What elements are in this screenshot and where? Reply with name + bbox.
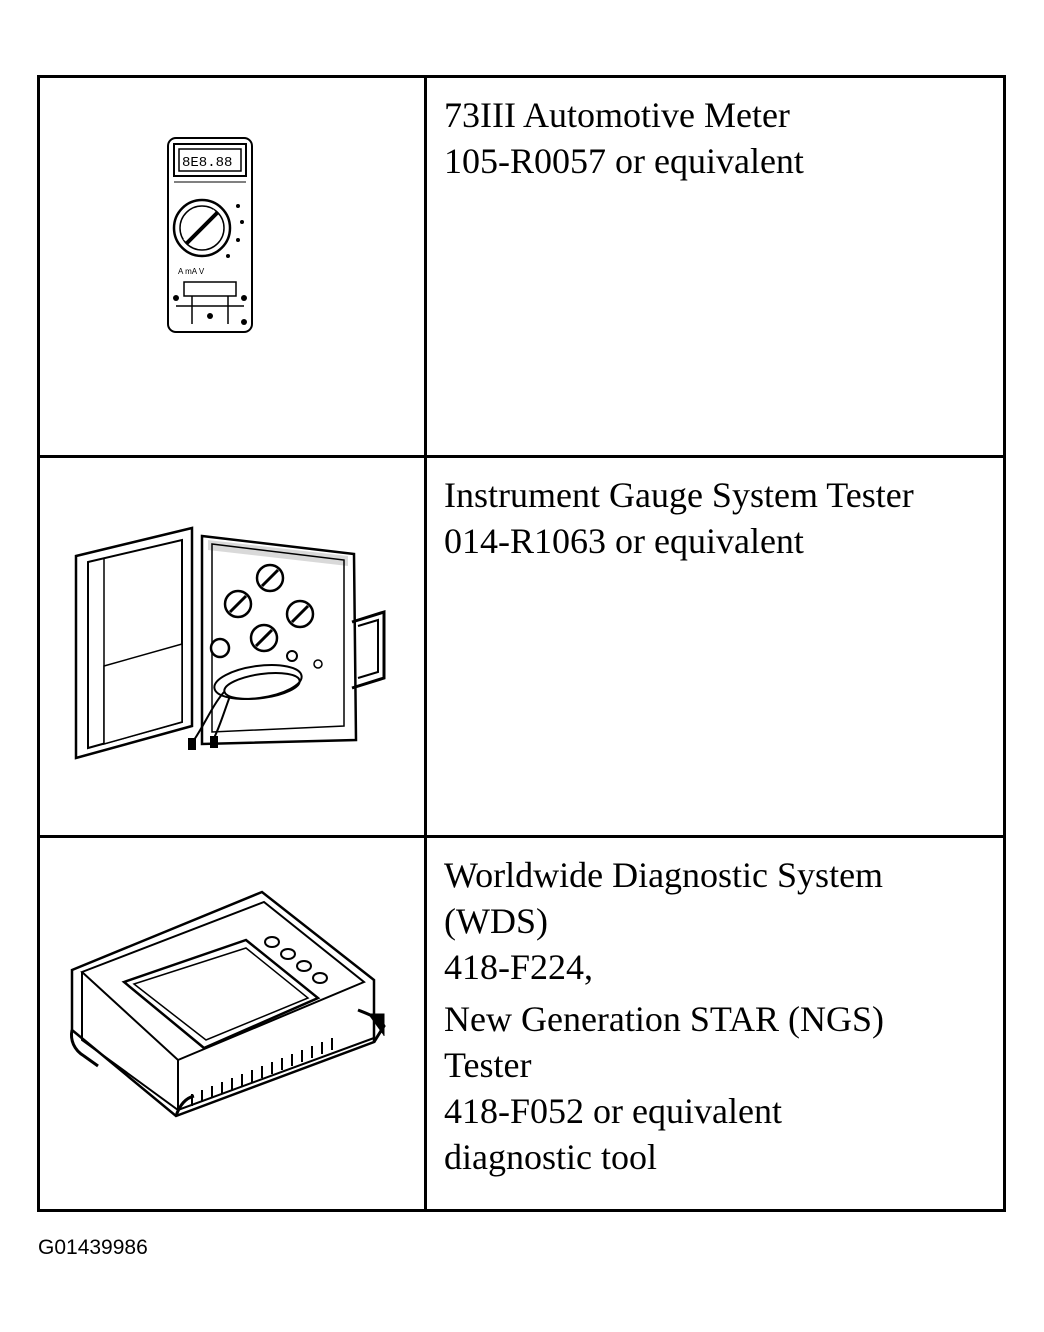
tool-image-cell bbox=[40, 838, 427, 1209]
tool-part-note: diagnostic tool bbox=[444, 1137, 657, 1177]
tool-image-cell: 8E8.88 A mA V bbox=[40, 78, 427, 455]
tool-table: 8E8.88 A mA V bbox=[37, 75, 1006, 1212]
tool-description: Worldwide Diagnostic System (WDS) 418-F2… bbox=[427, 838, 1003, 1209]
figure-id: G01439986 bbox=[38, 1236, 148, 1259]
svg-text:8E8.88: 8E8.88 bbox=[182, 155, 232, 171]
tool-description: 73III Automotive Meter 105-R0057 or equi… bbox=[427, 78, 1003, 455]
tool-name-abbreviation: (WDS) bbox=[444, 901, 548, 941]
tool-part-number: 105-R0057 or equivalent bbox=[444, 141, 804, 181]
tool-name: 73III Automotive Meter bbox=[444, 95, 790, 135]
svg-text:A mA V: A mA V bbox=[178, 267, 205, 276]
tool-row: Instrument Gauge System Tester 014-R1063… bbox=[40, 458, 1003, 838]
tool-part-number: 418-F052 or equivalent bbox=[444, 1091, 782, 1131]
tool-row: Worldwide Diagnostic System (WDS) 418-F2… bbox=[40, 838, 1003, 1209]
tool-image-cell bbox=[40, 458, 427, 835]
tool-part-number: 418-F224, bbox=[444, 947, 594, 987]
tool-description: Instrument Gauge System Tester 014-R1063… bbox=[427, 458, 1003, 835]
gauge-tester-case-icon bbox=[74, 526, 394, 766]
tool-name: Worldwide Diagnostic System bbox=[444, 855, 884, 895]
tool-name: Instrument Gauge System Tester bbox=[444, 475, 914, 515]
tool-row: 8E8.88 A mA V bbox=[40, 78, 1003, 458]
diagnostic-tablet-icon bbox=[68, 890, 390, 1120]
tool-name: New Generation STAR (NGS) bbox=[444, 999, 885, 1039]
tool-part-number: 014-R1063 or equivalent bbox=[444, 521, 804, 561]
multimeter-icon: 8E8.88 A mA V bbox=[166, 136, 256, 336]
tool-name-continued: Tester bbox=[444, 1045, 532, 1085]
